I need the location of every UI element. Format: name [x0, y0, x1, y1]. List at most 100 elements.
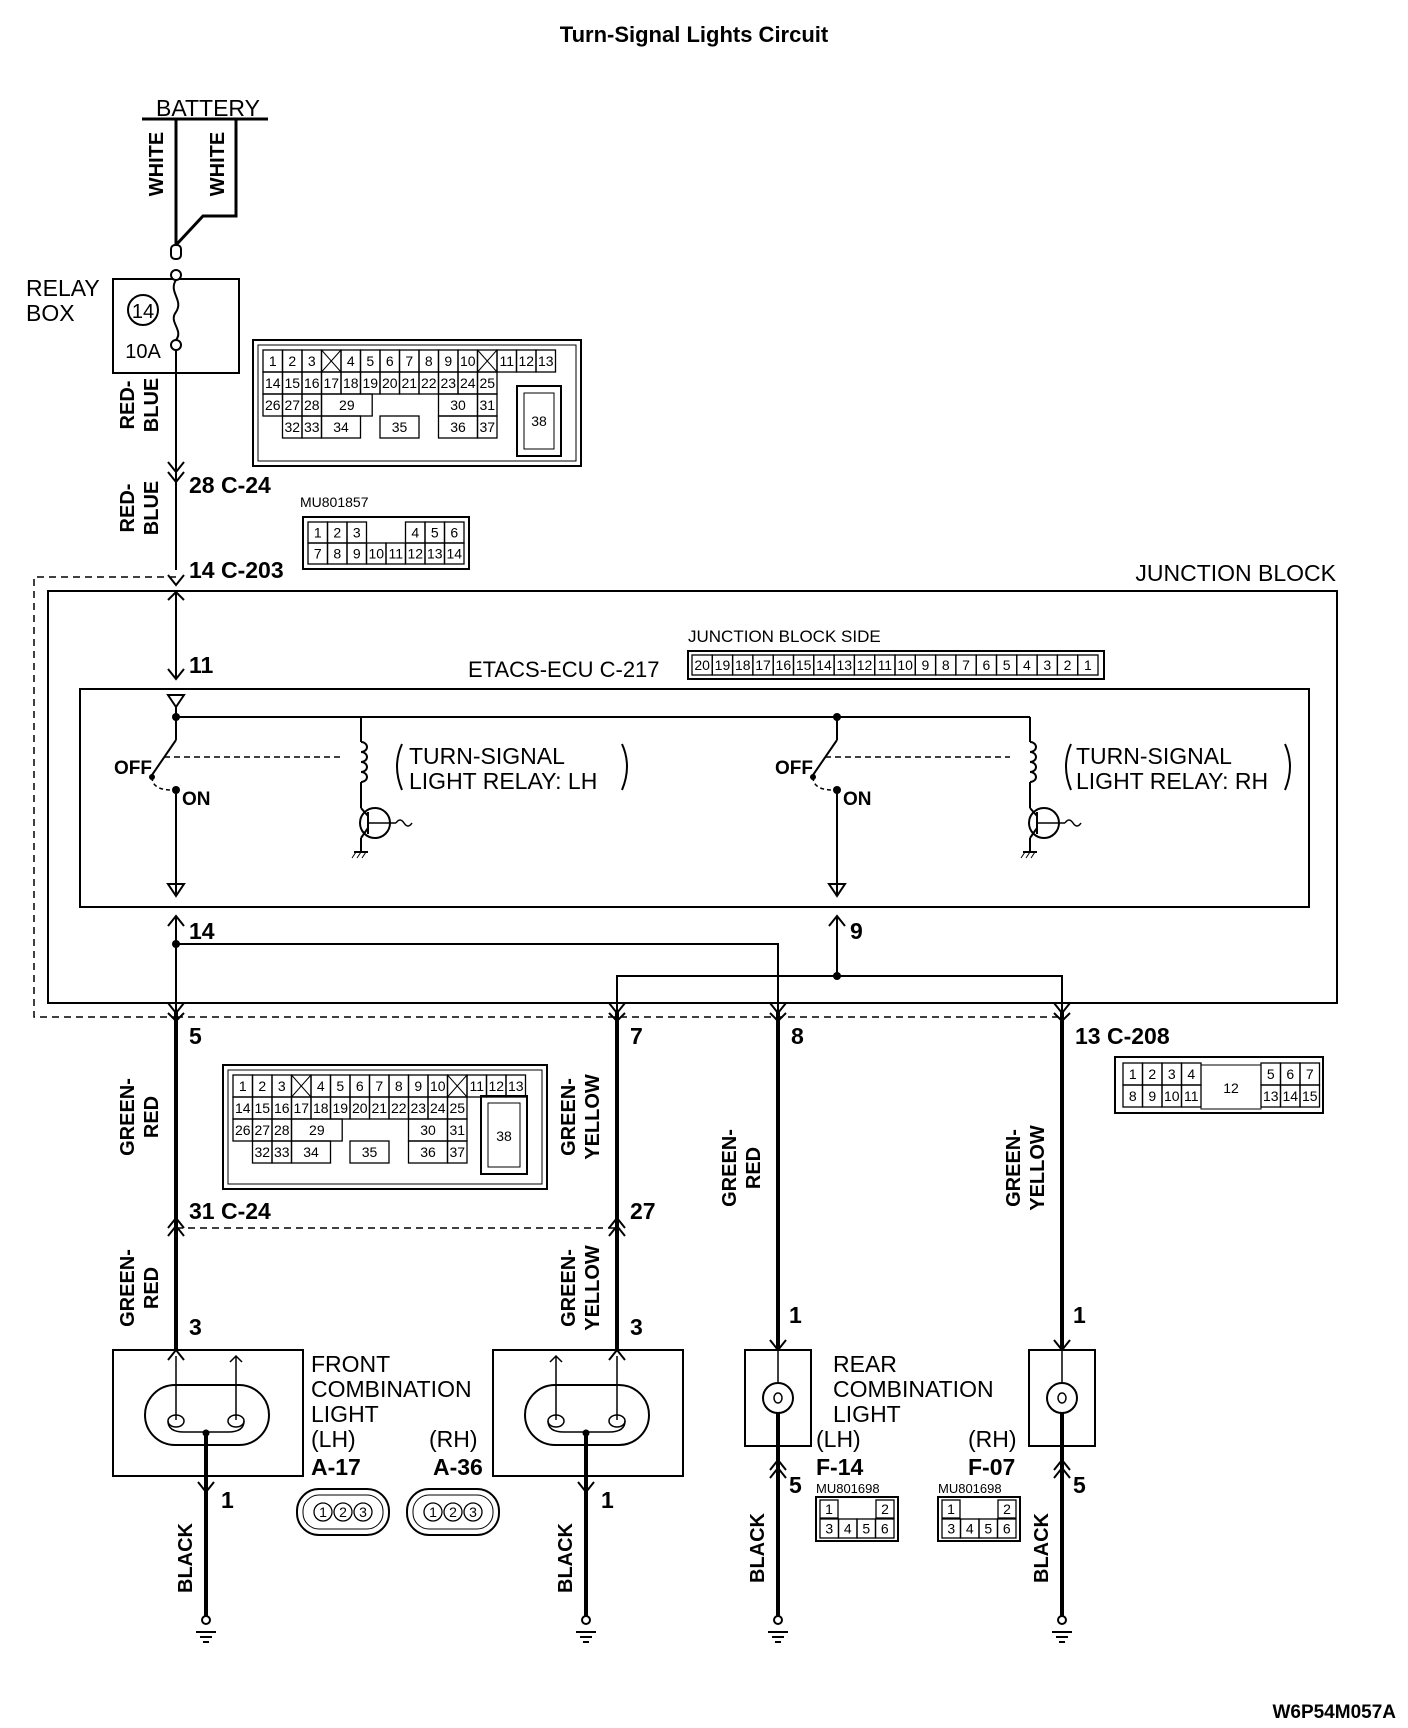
pin7-label: 7 — [630, 1023, 643, 1049]
connector-pin-25: 25 — [479, 375, 495, 391]
connector-cell — [997, 1499, 1017, 1519]
diagram-title: Turn-Signal Lights Circuit — [560, 22, 829, 47]
c203-pin-label: 14 C-203 — [189, 557, 284, 583]
connector-pin-27: 27 — [254, 1122, 270, 1138]
connector-pin-1: 1 — [825, 1501, 833, 1517]
rh-relay-label-1: TURN-SIGNAL — [1076, 743, 1232, 769]
round-pin-3: 3 — [469, 1504, 477, 1520]
relay-box-label-2: BOX — [26, 300, 75, 326]
rear-lh-ground-icon — [767, 1631, 789, 1643]
connector-cell — [379, 415, 420, 439]
connector-pin-24: 24 — [430, 1100, 446, 1116]
pin27-label: 27 — [630, 1198, 656, 1224]
connector-pin-22: 22 — [421, 375, 437, 391]
round-pin-circle — [353, 1502, 373, 1522]
connector-pin-20: 20 — [382, 375, 398, 391]
connector-pin-9: 9 — [414, 1078, 422, 1094]
front-rh-pin1-arrow — [577, 1481, 595, 1494]
connector-pin-14: 14 — [1282, 1088, 1298, 1104]
lh-relay-label-2: LIGHT RELAY: LH — [409, 768, 597, 794]
red-blue-label-1-line1: RED- — [117, 381, 139, 430]
connector-pin-20: 20 — [352, 1100, 368, 1116]
connector-pin-10: 10 — [368, 546, 384, 562]
connector-pin-34: 34 — [333, 419, 349, 435]
a17-label: A-17 — [311, 1454, 361, 1480]
connector-pin-2: 2 — [1064, 657, 1072, 673]
connector-cell — [290, 1140, 332, 1164]
connector-pin-6: 6 — [881, 1521, 889, 1537]
connector-pin-23: 23 — [440, 375, 456, 391]
rh-relay — [1020, 717, 1082, 859]
rh-relay-label-2: LIGHT RELAY: RH — [1076, 768, 1268, 794]
front-lh-wire-label-2b: RED — [141, 1267, 163, 1309]
connector-pin-30: 30 — [450, 397, 466, 413]
connector-pin-11: 11 — [1184, 1088, 1199, 1104]
rear-combination-label-3: LIGHT — [833, 1401, 901, 1427]
pin27-arrow — [608, 1216, 626, 1237]
connector-pin-5: 5 — [1267, 1066, 1275, 1082]
front-lh-black-label: BLACK — [175, 1522, 197, 1593]
rear-rh-black-label: BLACK — [1031, 1512, 1053, 1583]
connector-pin-5: 5 — [1003, 657, 1011, 673]
connector-pin-2: 2 — [1003, 1501, 1011, 1517]
connector-pin-19: 19 — [715, 657, 731, 673]
front-rh-wire-label-2a: GREEN- — [558, 1249, 580, 1327]
relay-box-label-1: RELAY — [26, 275, 100, 301]
front-rh-wire-label-1b: YELLOW — [582, 1074, 604, 1160]
connector-pin-3: 3 — [825, 1521, 833, 1537]
connector-pin-20: 20 — [694, 657, 710, 673]
connector-cell — [1077, 654, 1099, 676]
white-wire-b — [174, 119, 238, 247]
connector-pin-8: 8 — [395, 1078, 403, 1094]
rear-rh-wire-label-a: GREEN- — [1003, 1129, 1025, 1207]
connector-pin-33: 33 — [304, 419, 320, 435]
mu801857-label: MU801857 — [300, 494, 369, 510]
round-pin-1: 1 — [319, 1504, 327, 1520]
connector-pin-14: 14 — [816, 657, 832, 673]
rear-combination-light-rh — [1028, 1349, 1096, 1620]
round-pin-2: 2 — [339, 1504, 347, 1520]
round-pin-circle — [463, 1502, 483, 1522]
rear-lh-ground-node — [773, 1615, 783, 1625]
connector-pin-3: 3 — [947, 1521, 955, 1537]
connector-pin-6: 6 — [1003, 1521, 1011, 1537]
f07-label: F-07 — [968, 1454, 1015, 1480]
connector-pin-23: 23 — [410, 1100, 426, 1116]
connector-pin-2: 2 — [288, 353, 296, 369]
connector-pin-3: 3 — [278, 1078, 286, 1094]
connector-pin-32: 32 — [284, 419, 300, 435]
lh-rear-branch — [176, 943, 779, 1010]
connector-pin-28: 28 — [274, 1122, 290, 1138]
connector-pin-3: 3 — [353, 525, 361, 541]
connector-pin-16: 16 — [776, 657, 792, 673]
connector-cell — [941, 1499, 961, 1519]
connector-pin-32: 32 — [254, 1144, 270, 1160]
connector-cell — [1299, 1084, 1321, 1108]
connector-pin-28: 28 — [304, 397, 320, 413]
fuse-element — [172, 279, 180, 341]
fuse-number-circle — [127, 294, 159, 326]
connector-pin-6: 6 — [450, 525, 458, 541]
red-blue-label-1-line2: BLUE — [141, 378, 163, 432]
c24-top-pin-38: 38 — [531, 413, 547, 429]
rear-rh-wire-label-b: YELLOW — [1027, 1125, 1049, 1211]
lh-on-label: ON — [182, 789, 211, 810]
rh-relay-paren-left — [1065, 743, 1072, 791]
connector-pin-5: 5 — [862, 1521, 870, 1537]
pin11-arrow — [167, 668, 185, 681]
connector-pin-35: 35 — [392, 419, 408, 435]
connector-pin-31: 31 — [449, 1122, 465, 1138]
front-lh-wire-label-1b: RED — [141, 1096, 163, 1138]
connector-pin-2: 2 — [881, 1501, 889, 1517]
connector-pin-9: 9 — [444, 353, 452, 369]
